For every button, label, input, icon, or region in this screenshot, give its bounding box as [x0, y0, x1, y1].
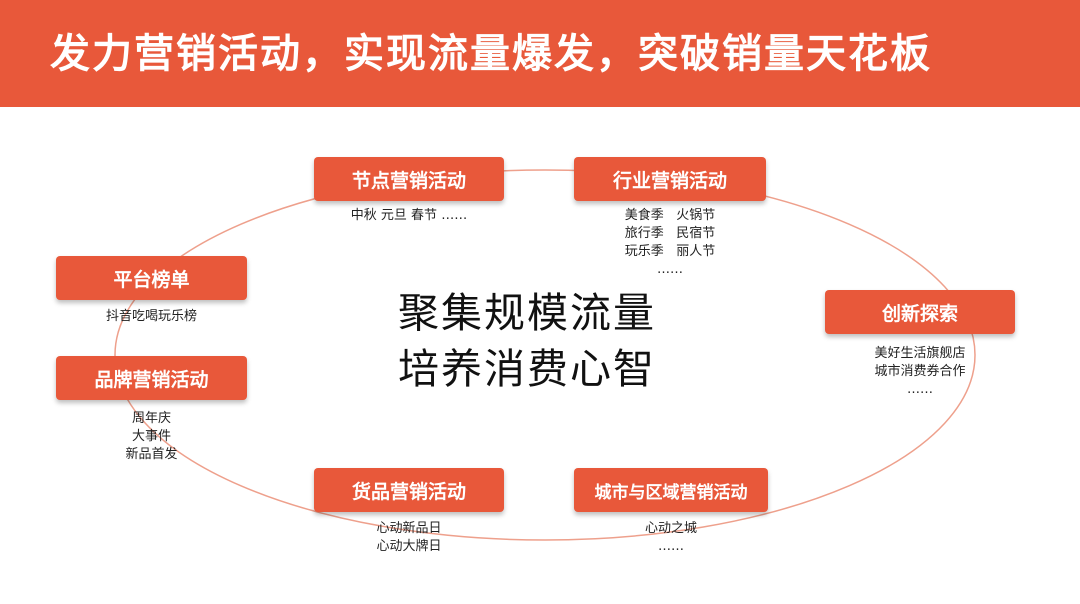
node-industry-marketing: 行业营销活动	[574, 157, 766, 201]
node-item: 旅行季 民宿节	[624, 226, 716, 241]
center-line-1: 聚集规模流量	[398, 289, 656, 337]
node-item: 心动大牌日	[376, 539, 442, 554]
node-item: 心动新品日	[376, 521, 442, 536]
page-title: 发力营销活动，实现流量爆发，突破销量天花板	[50, 31, 932, 77]
node-label: 创新探索	[881, 302, 958, 325]
node-item: 城市消费券合作	[874, 364, 966, 379]
node-label: 行业营销活动	[612, 169, 727, 192]
node-item: ……	[907, 382, 933, 397]
center-slogan: 聚集规模流量 培养消费心智	[398, 285, 688, 397]
node-label: 节点营销活动	[351, 169, 466, 192]
node-item: ……	[658, 539, 684, 554]
node-holiday-items: 中秋 元旦 春节 ……	[314, 207, 504, 225]
node-item: 玩乐季 丽人节	[624, 244, 716, 259]
node-brand-marketing: 品牌营销活动	[56, 356, 247, 400]
node-brand-items: 周年庆 大事件 新品首发	[56, 410, 247, 464]
center-line-2: 培养消费心智	[398, 345, 656, 393]
node-goods-marketing: 货品营销活动	[314, 468, 504, 512]
node-item: 美好生活旗舰店	[874, 346, 966, 361]
node-industry-items: 美食季 火锅节 旅行季 民宿节 玩乐季 丽人节 ……	[574, 207, 766, 279]
node-innovation: 创新探索	[825, 290, 1015, 334]
node-label: 平台榜单	[113, 268, 190, 291]
node-label: 品牌营销活动	[94, 368, 209, 391]
node-item: 美食季 火锅节	[624, 208, 716, 223]
node-innovation-items: 美好生活旗舰店 城市消费券合作 ……	[825, 345, 1015, 399]
node-item: ……	[657, 262, 683, 277]
node-city-items: 心动之城 ……	[574, 520, 768, 556]
node-item: 抖音吃喝玩乐榜	[105, 309, 197, 324]
node-item: 新品首发	[125, 447, 178, 462]
node-platform-ranking: 平台榜单	[56, 256, 247, 300]
header-banner: 发力营销活动，实现流量爆发，突破销量天花板	[0, 0, 1080, 107]
node-item: 周年庆	[131, 411, 171, 426]
node-platform-items: 抖音吃喝玩乐榜	[56, 308, 247, 326]
node-item: 大事件	[131, 429, 171, 444]
node-item: 心动之城	[644, 521, 697, 536]
node-label: 城市与区域营销活动	[594, 482, 748, 503]
node-label: 货品营销活动	[351, 480, 466, 503]
node-goods-items: 心动新品日 心动大牌日	[314, 520, 504, 556]
node-item: 中秋 元旦 春节 ……	[350, 208, 468, 223]
node-holiday-marketing: 节点营销活动	[314, 157, 504, 201]
node-city-region-marketing: 城市与区域营销活动	[574, 468, 768, 512]
